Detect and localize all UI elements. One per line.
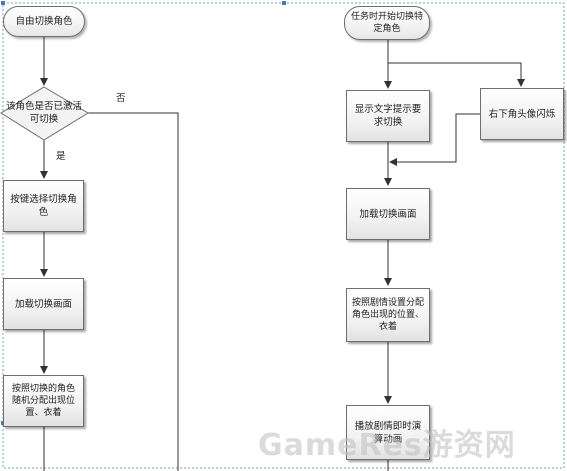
left-step-load-screen[interactable]: 加载切换画面 (3, 278, 84, 330)
right-step-show-prompt[interactable]: 显示文字提示要求切换 (346, 90, 430, 142)
decision-label-box[interactable]: 该角色是否已激活可切换 (6, 97, 82, 129)
frame-handle-top-left[interactable] (1, 1, 5, 5)
right-side-avatar-flash[interactable]: 右下角头像闪烁 (480, 88, 564, 140)
connector-decision-no (88, 112, 179, 471)
left-start-terminal[interactable]: 自由切换角色 (3, 6, 85, 37)
right-step-play-cutscene[interactable]: 播放剧情即时演算动画 (346, 405, 430, 460)
decision-diamond (0, 86, 89, 141)
right-step-load-screen[interactable]: 加载切换画面 (346, 188, 430, 240)
left-step-select-character[interactable]: 按键选择切换角色 (3, 180, 84, 232)
right-step1-label: 显示文字提示要求切换 (354, 104, 422, 128)
left-step1-label: 按键选择切换角色 (10, 194, 77, 218)
left-start-label: 自由切换角色 (15, 16, 73, 27)
right-step-assign-by-story[interactable]: 按照剧情设置分配角色出现的位置、衣着 (346, 288, 430, 342)
connector-right-start-to-side (388, 62, 525, 87)
right-side-label: 右下角头像闪烁 (488, 108, 556, 120)
no-label: 否 (116, 93, 126, 104)
right-start-terminal[interactable]: 任务时开始切换特定角色 (344, 6, 430, 40)
connector-side-merge (389, 113, 480, 166)
watermark-logo: GameRes游资网 (258, 428, 516, 463)
decision-label: 该角色是否已激活可切换 (6, 101, 83, 125)
left-step3-label: 按照切换的角色随机分配出现位置、衣着 (11, 384, 75, 418)
left-step-assign-position[interactable]: 按照切换的角色随机分配出现位置、衣着 (3, 375, 84, 427)
right-step2-label: 加载切换画面 (359, 208, 417, 220)
right-step4-label: 播放剧情即时演算动画 (354, 420, 422, 445)
left-step2-label: 加载切换画面 (14, 298, 72, 310)
right-step3-label: 按照剧情设置分配角色出现的位置、衣着 (351, 298, 424, 332)
right-start-label: 任务时开始切换特定角色 (350, 12, 423, 34)
yes-label: 是 (56, 151, 66, 162)
frame-handle-top-center[interactable] (282, 1, 286, 5)
